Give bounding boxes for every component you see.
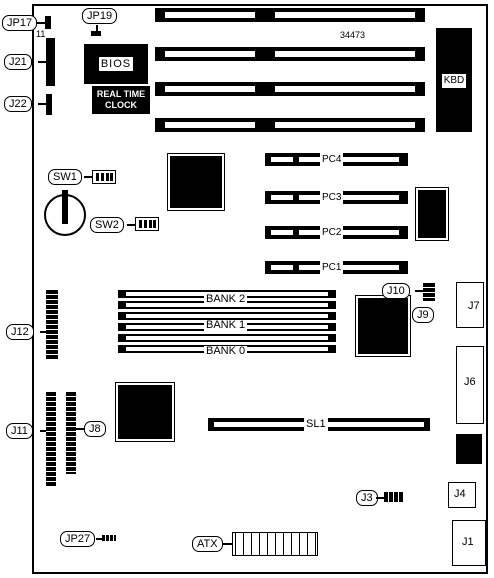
jp19-jumper: [91, 31, 101, 36]
sw2-dip-switch: [135, 217, 159, 231]
simm-bank1-a: [118, 312, 336, 320]
j22-label: J22: [4, 96, 32, 112]
j8-header: [66, 392, 76, 474]
j11-header: [46, 392, 56, 486]
simm-bank0-a: [118, 334, 336, 342]
j12-header: [46, 290, 58, 360]
chipset-upper-left: [170, 156, 222, 208]
j9-label: J9: [412, 307, 434, 323]
isa-slot-pc4-label: PC4: [320, 153, 344, 166]
expansion-slot-2: [155, 47, 425, 61]
j12-label: J12: [6, 324, 34, 340]
isa-slot-pc2: PC2: [265, 226, 408, 239]
jp19-leader: [96, 25, 98, 31]
expansion-slot-1: [155, 8, 425, 22]
sw2-label: SW2: [90, 217, 124, 233]
atx-label: ATX: [192, 536, 223, 552]
j12-leader: [40, 331, 46, 333]
j22-header: [46, 94, 52, 115]
j10-label: J10: [382, 283, 410, 299]
j1-label: J1: [462, 536, 474, 548]
atx-leader: [222, 543, 232, 545]
real-time-clock-chip: REAL TIME CLOCK: [92, 86, 150, 114]
j11-leader: [40, 430, 46, 432]
expansion-slot-3: [155, 82, 425, 96]
rtc-line-1: REAL TIME: [96, 89, 146, 99]
pin-1-marker: 11: [36, 29, 46, 39]
simm-bank2-b: [118, 301, 336, 309]
rtc-line-2: CLOCK: [105, 100, 137, 110]
chipset-upper-right: [418, 190, 446, 238]
jp17-label: JP17: [2, 15, 38, 31]
isa-slot-pc1: PC1: [265, 261, 408, 274]
isa-slot-pc4: PC4: [265, 153, 408, 166]
isa-slot-pc2-label: PC2: [320, 226, 344, 239]
j8-leader: [76, 428, 84, 430]
j21-header: [46, 38, 55, 86]
jp27-label: JP27: [60, 531, 96, 547]
sw1-label: SW1: [48, 169, 82, 185]
bios-chip: BIOS: [98, 56, 134, 72]
ps2-connector: [456, 434, 482, 464]
isa-slot-pc3: PC3: [265, 191, 408, 204]
j3-header: [384, 492, 404, 502]
j11-label: J11: [6, 423, 33, 439]
sw1-dip-switch: [92, 170, 116, 184]
j6-label: J6: [464, 376, 476, 388]
bank-0-label: BANK 0: [204, 345, 248, 357]
jp19-label: JP19: [82, 8, 118, 24]
kbd-label: KBD: [442, 74, 466, 88]
isa-slot-pc1-label: PC1: [320, 261, 344, 274]
atx-power-connector: [232, 532, 318, 556]
j7-label: J7: [468, 300, 480, 312]
vlb-slot-label: SL1: [304, 418, 328, 431]
bank-1-label: BANK 1: [204, 319, 248, 331]
cpu-socket: [358, 298, 408, 354]
bank-2-label: BANK 2: [204, 293, 248, 305]
battery-clip: [62, 190, 68, 224]
j22-leader: [38, 103, 46, 105]
jp17-leader: [37, 22, 45, 24]
chipset-lower-left: [118, 385, 172, 439]
jp17-jumper: [45, 16, 51, 29]
j3-label: J3: [356, 490, 378, 506]
j10-leader: [415, 290, 423, 292]
j8-label: J8: [84, 421, 106, 437]
j21-label: J21: [4, 54, 32, 70]
sw2-leader: [127, 224, 135, 226]
isa-slot-pc3-label: PC3: [320, 191, 344, 204]
figure-number: 34473: [340, 30, 366, 40]
j21-leader: [38, 61, 46, 63]
j4-label: J4: [454, 488, 466, 500]
jp27-jumper: [102, 535, 116, 541]
j10-header: [423, 283, 435, 301]
sw1-leader: [84, 176, 92, 178]
jp27-leader: [96, 538, 102, 540]
j3-leader: [376, 497, 384, 499]
expansion-slot-4: [155, 118, 425, 132]
